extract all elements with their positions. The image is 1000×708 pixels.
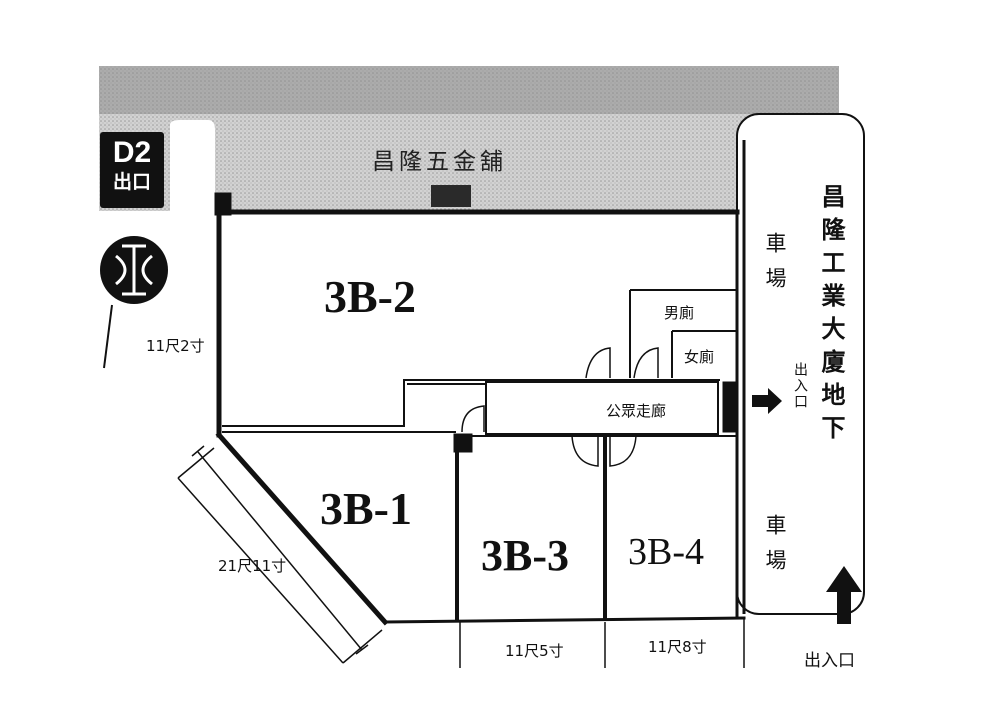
parking-label-lower: 車場 bbox=[763, 514, 787, 584]
interior-walls bbox=[214, 192, 738, 622]
dimension-diagonal: 21尺11寸 bbox=[218, 557, 287, 575]
shop-door bbox=[431, 185, 471, 207]
unit-3b-1-label: 3B-1 bbox=[320, 483, 412, 534]
exit-sign-code: D2 bbox=[112, 136, 152, 169]
exit-sign-d2: D2 出口 bbox=[100, 132, 164, 208]
bottom-entrance-arrow bbox=[826, 566, 862, 624]
male-toilet-label: 男廁 bbox=[664, 304, 695, 322]
bottom-dimension-ticks bbox=[459, 618, 745, 668]
unit-3b-3-label: 3B-3 bbox=[481, 531, 569, 580]
diagonal-dimension bbox=[177, 445, 383, 664]
side-entrance-arrow bbox=[752, 388, 782, 414]
dimension-unit3-width: 11尺5寸 bbox=[505, 642, 564, 660]
door-swings bbox=[461, 347, 659, 467]
side-entrance-label: 出入口 bbox=[792, 362, 808, 410]
exit-sign-label: 出口 bbox=[112, 171, 151, 193]
building-name: 昌隆工業大廈地下 bbox=[817, 184, 845, 448]
shop-sign-band bbox=[99, 66, 839, 114]
shop-name: 昌隆五金舖 bbox=[372, 149, 507, 175]
station-logo bbox=[100, 236, 168, 369]
unit-3b-4-label: 3B-4 bbox=[628, 531, 704, 573]
parking-label-upper: 車場 bbox=[763, 232, 787, 302]
dimension-unit4-width: 11尺8寸 bbox=[648, 638, 707, 656]
left-strip bbox=[170, 120, 215, 440]
dimension-left: 11尺2寸 bbox=[146, 337, 205, 355]
corridor-label: 公眾走廊 bbox=[606, 402, 667, 420]
bottom-entrance-label: 出入口 bbox=[804, 651, 855, 671]
female-toilet-label: 女廁 bbox=[684, 348, 715, 366]
unit-3b-2-label: 3B-2 bbox=[324, 271, 416, 322]
building-outline bbox=[215, 209, 746, 626]
